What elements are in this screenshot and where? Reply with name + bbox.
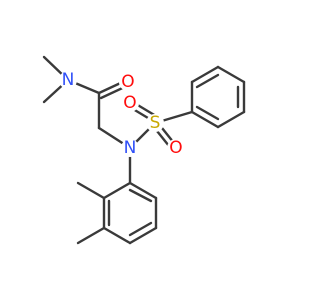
- atom-bg-n-sulfonamide: [121, 139, 139, 157]
- atom-bg-o-sulfonyl-2: [167, 139, 185, 157]
- atom-bg-o-carbonyl: [119, 73, 137, 91]
- bond-aryl-1: [102, 181, 132, 200]
- molecule-structure: N O N S O O: [42, 55, 246, 245]
- bond-aryl-inner-3: [128, 188, 153, 203]
- atom-label-o-sulfonyl-2: O: [169, 138, 182, 158]
- bond-aryl-methyl-3: [76, 226, 106, 245]
- atom-bg-o-sulfonyl-1: [121, 94, 139, 112]
- atom-label-s-sulfonyl: S: [150, 113, 161, 133]
- bond-phenyl-3: [216, 65, 246, 84]
- bond-phenyl-6: [190, 110, 220, 129]
- bond-sulfur-o1-b: [134, 102, 158, 118]
- bond-aryl-4: [128, 226, 158, 245]
- atom-label-layer: N O N S O O: [59, 70, 185, 158]
- bond-aryl-methyl-2: [76, 181, 106, 200]
- atom-label-n-amide: N: [62, 70, 75, 90]
- bond-aryl-inner-2: [128, 221, 153, 237]
- bond-phenyl-2: [190, 65, 220, 84]
- atom-label-n-sulfonamide: N: [124, 138, 137, 158]
- bond-phenyl-inner-1: [195, 73, 220, 89]
- atom-bg-n-amide: [59, 71, 77, 89]
- bond-phenyl-inner-3: [195, 105, 220, 121]
- atom-bg-s-sulfonyl: [146, 114, 164, 132]
- bond-aryl-6: [128, 181, 158, 200]
- bond-phenyl-5: [216, 110, 246, 129]
- atom-label-o-sulfonyl-1: O: [123, 93, 136, 113]
- bond-aryl-3: [102, 226, 132, 245]
- atom-label-o-carbonyl: O: [121, 72, 134, 92]
